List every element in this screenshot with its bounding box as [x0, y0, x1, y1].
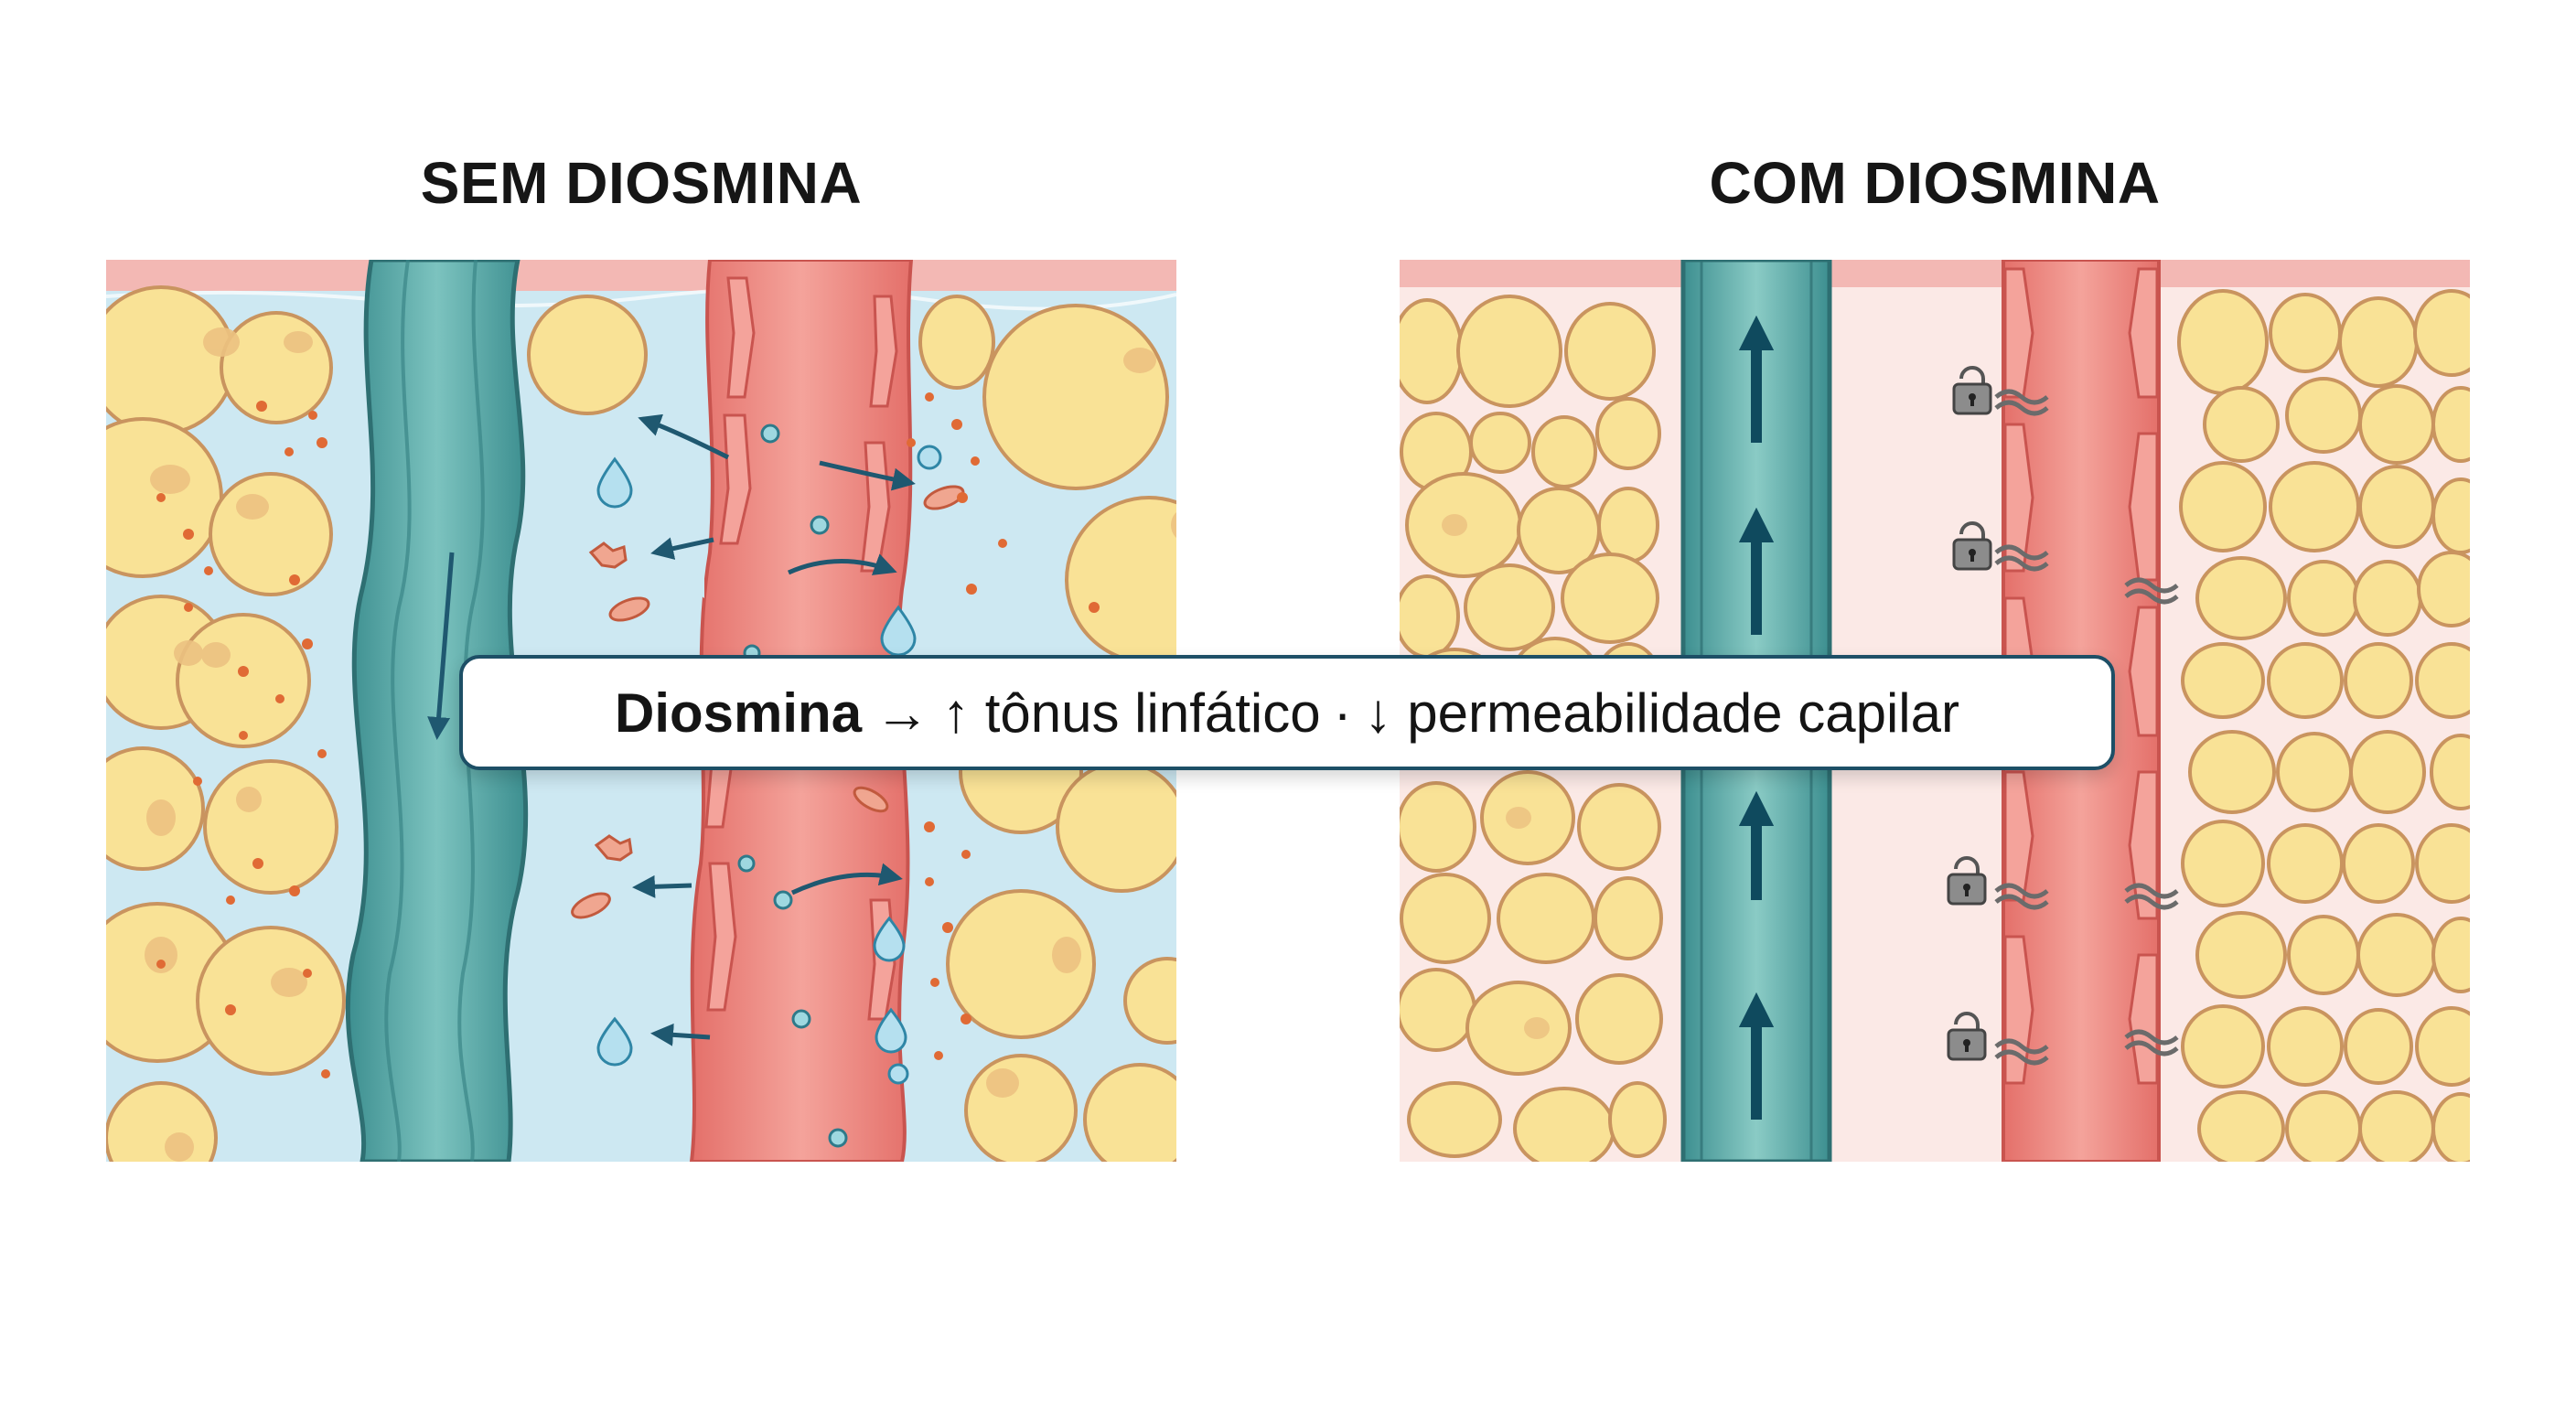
caption-lymphatic-tone: ↑ tônus linfático: [942, 681, 1321, 744]
water-drop-icon: [873, 916, 906, 962]
tight-junction-icon: [1994, 1038, 2049, 1066]
leak-arrow-icon: [790, 863, 903, 896]
padlock-icon: [1952, 521, 1992, 571]
protein-particle-icon: [853, 786, 889, 813]
water-drops: [596, 445, 959, 1085]
tight-junction-icon: [2124, 883, 2179, 910]
adipocyte-nuclei-right: [986, 348, 1176, 1098]
caption-arrow: →: [875, 681, 930, 744]
weak-lymph-flow-arrow-icon: [427, 552, 455, 740]
compact-adipocytes-left: [1400, 295, 1667, 1162]
adipocytes-middle: [527, 295, 995, 415]
tissue-surface-layer: [1400, 260, 2470, 287]
protein-dots-left: [156, 401, 330, 1078]
padlocks: [1947, 366, 1992, 1061]
protein-particle-icon: [594, 834, 633, 862]
caption-separator: ·: [1333, 681, 1352, 744]
tight-junction-icon: [2124, 1029, 2179, 1056]
tight-junction-icon: [1994, 389, 2049, 416]
tight-junction-icon: [2124, 577, 2179, 605]
water-drop-icon: [875, 1007, 907, 1054]
tight-junction-icon: [1994, 883, 2049, 910]
leak-arrow-icon: [650, 1023, 711, 1046]
leak-arrow-icon: [787, 553, 897, 575]
protein-dots-right: [907, 392, 1100, 1060]
protein-particle-icon: [608, 596, 650, 622]
leak-arrow-icon: [650, 537, 714, 560]
leak-arrow-icon: [819, 460, 916, 491]
water-drop-icon: [596, 1016, 633, 1067]
caption-capillary-permeability: ↓ permeabilidade capilar: [1364, 681, 1959, 744]
adipocyte-nuclei: [145, 327, 313, 1162]
water-drop-icon: [596, 456, 633, 509]
swollen-adipocytes-right: [946, 304, 1176, 1162]
padlock-icon: [1947, 1012, 1987, 1061]
leak-arrow-icon: [638, 413, 730, 460]
compact-adipocytes-right: [2177, 289, 2470, 1162]
tight-junction-icon: [1994, 544, 2049, 572]
protein-particle-icon: [923, 485, 965, 510]
padlock-icon: [1947, 856, 1987, 906]
leaked-proteins: [571, 485, 965, 919]
leak-arrow-icon: [632, 874, 692, 898]
panel-title-without-diosmin: SEM DIOSMINA: [420, 150, 863, 216]
protein-particle-icon: [588, 542, 628, 569]
protein-particle-icon: [571, 892, 611, 919]
tight-junctions: [1994, 389, 2179, 1066]
panel-title-with-diosmin: COM DIOSMINA: [1709, 150, 2161, 216]
tissue-surface-layer: [106, 260, 1176, 291]
lymphatic-vessel-dilated: [345, 260, 529, 1162]
extravasation-arrows: [632, 413, 916, 1046]
capillary-gaps: [684, 565, 928, 598]
padlock-icon: [1952, 366, 1992, 415]
caption-drug: Diosmina: [615, 681, 863, 744]
mechanism-caption: Diosmina → ↑ tônus linfático · ↓ permeab…: [459, 655, 2115, 770]
swollen-adipocytes-left: [106, 285, 346, 1162]
